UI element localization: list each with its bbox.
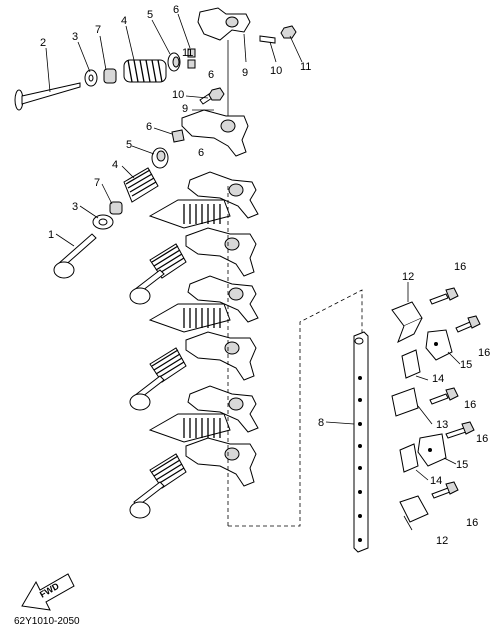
label-part-9: 9 — [242, 67, 248, 79]
label-part-16: 16 — [476, 433, 488, 445]
label-part-5: 5 — [126, 139, 132, 151]
label-part-7: 7 — [94, 177, 100, 189]
label-part-6: 6 — [146, 121, 152, 133]
label-part-13: 13 — [436, 419, 448, 431]
label-part-16: 16 — [454, 261, 466, 273]
label-part-15: 15 — [460, 359, 472, 371]
label-part-4: 4 — [112, 159, 118, 171]
label-part-16: 16 — [478, 347, 490, 359]
label-part-11: 11 — [300, 61, 311, 73]
label-part-14: 14 — [432, 373, 444, 385]
stay-brackets — [391, 301, 429, 523]
label-part-3: 3 — [72, 31, 78, 43]
label-part-14: 14 — [430, 475, 442, 487]
rocker-shaft — [353, 331, 369, 553]
fwd-arrow: FWD — [21, 573, 75, 611]
label-part-16: 16 — [464, 399, 476, 411]
valve-train-stack — [129, 171, 259, 519]
cotter-top — [187, 48, 196, 69]
washer-top — [84, 69, 98, 87]
label-part-7: 7 — [95, 24, 101, 36]
label-part-2: 2 — [40, 37, 46, 49]
label-part-10: 10 — [172, 89, 184, 101]
label-part-16: 16 — [466, 517, 478, 529]
seal-top — [103, 68, 117, 84]
label-part-12: 12 — [402, 271, 414, 283]
label-part-15: 15 — [456, 459, 468, 471]
rocker-arm-top — [197, 7, 251, 41]
shaft-outline — [227, 186, 363, 527]
retainer-top — [167, 52, 181, 72]
label-part-5: 5 — [147, 9, 153, 21]
brackets-15 — [417, 329, 453, 467]
label-part-6: 6 — [198, 147, 204, 159]
label-part-10: 10 — [270, 65, 282, 77]
cotter-mid — [171, 129, 185, 143]
valve-top — [14, 82, 81, 111]
retainer-mid — [151, 147, 169, 169]
seal-mid — [109, 201, 123, 215]
label-part-1: 1 — [48, 229, 54, 241]
label-part-6: 6 — [173, 4, 179, 16]
spring-top — [123, 59, 167, 83]
label-part-3: 3 — [72, 201, 78, 213]
label-part-12: 12 — [436, 535, 448, 547]
spring-mid — [123, 167, 159, 203]
label-part-4: 4 — [121, 15, 127, 27]
label-part-6: 6 — [208, 69, 214, 81]
leader-lines — [45, 13, 461, 531]
adjust-screw-top — [259, 35, 276, 44]
nut-top — [280, 25, 297, 39]
label-part-11: 11 — [182, 47, 193, 59]
diagram-code: 62Y1010-2050 — [14, 616, 80, 627]
label-part-9: 9 — [182, 103, 188, 115]
washer-mid — [92, 214, 114, 230]
nut-mid — [208, 87, 225, 101]
bolts-16 — [429, 287, 481, 499]
valve-mid — [53, 233, 97, 279]
label-part-8: 8 — [318, 417, 324, 429]
rocker-arm-mid — [181, 109, 249, 157]
